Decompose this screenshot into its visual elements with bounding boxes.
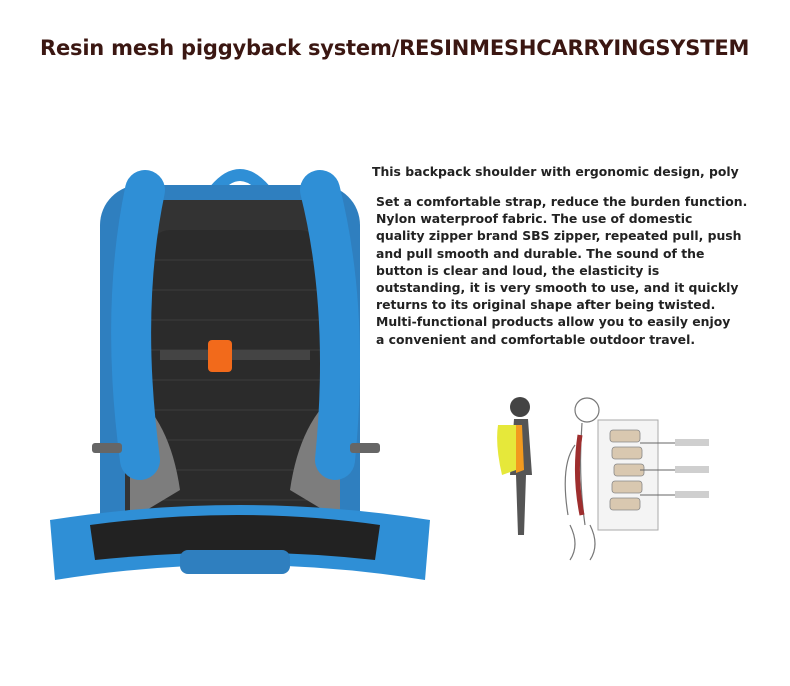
- description-line: returns to its original shape after bein…: [376, 297, 716, 313]
- description-line: and pull smooth and durable. The sound o…: [376, 245, 705, 261]
- description-line: outstanding, it is very smooth to use, a…: [376, 280, 739, 296]
- description-line: a convenient and comfortable outdoor tra…: [376, 331, 696, 347]
- backpack-image: [50, 169, 430, 580]
- description-line: Nylon waterproof fabric. The use of dome…: [376, 211, 693, 227]
- description-line: button is clear and loud, the elasticity…: [376, 262, 660, 278]
- description-line: quality zipper brand SBS zipper, repeate…: [376, 228, 742, 244]
- description-line: Set a comfortable strap, reduce the burd…: [376, 194, 748, 209]
- ergonomic-spine-diagram: [497, 397, 709, 561]
- description-block: Set a comfortable strap, reduce the burd…: [376, 193, 776, 348]
- description-line: Multi-functional products allow you to e…: [376, 314, 731, 330]
- skeleton-sketch: [564, 397, 600, 561]
- page-title: Resin mesh piggyback system/RESINMESHCAR…: [40, 36, 750, 60]
- person-silhouette: [497, 397, 532, 535]
- description-first-line: This backpack shoulder with ergonomic de…: [372, 164, 739, 179]
